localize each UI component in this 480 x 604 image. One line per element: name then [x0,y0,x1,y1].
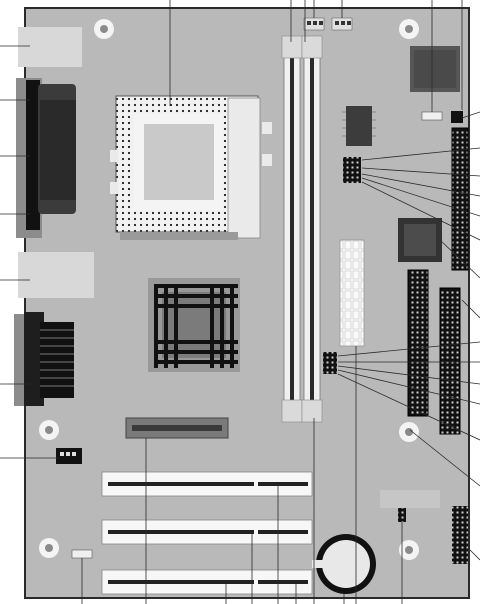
super-io-chip [410,46,460,92]
jumper-block-2 [323,352,337,374]
dimm-slot-2 [301,35,323,423]
ide-primary-connector [407,269,429,417]
front-panel-header [452,506,468,564]
dimm-slot-1 [281,35,303,423]
jumper-cmos [398,508,406,522]
usb-ports [18,252,94,298]
atx-power-connector [339,239,365,347]
pci-slot-3 [101,569,313,595]
parallel-port [16,78,76,238]
serial-com-port [14,312,74,406]
fan-header-top-2 [331,17,353,31]
pci-slot-2 [101,519,313,545]
jumper-block [343,157,361,183]
fan-header-system [421,111,443,121]
ide-secondary-connector [439,287,461,435]
mounting-holes [39,19,419,560]
cmos-battery [312,534,376,594]
north-bridge-chipset [148,278,240,372]
pci-slot-1 [101,471,313,497]
plcc-chip [398,218,442,262]
bios-chip [342,106,376,146]
floppy-connector [451,127,469,271]
fan-header-bottom [71,549,93,559]
fan-header-top-1 [303,17,325,31]
jumper-small [451,111,463,123]
ps2-keyboard-mouse-port [18,27,82,67]
cpu-socket [110,95,272,240]
silkscreen-area [380,490,440,508]
